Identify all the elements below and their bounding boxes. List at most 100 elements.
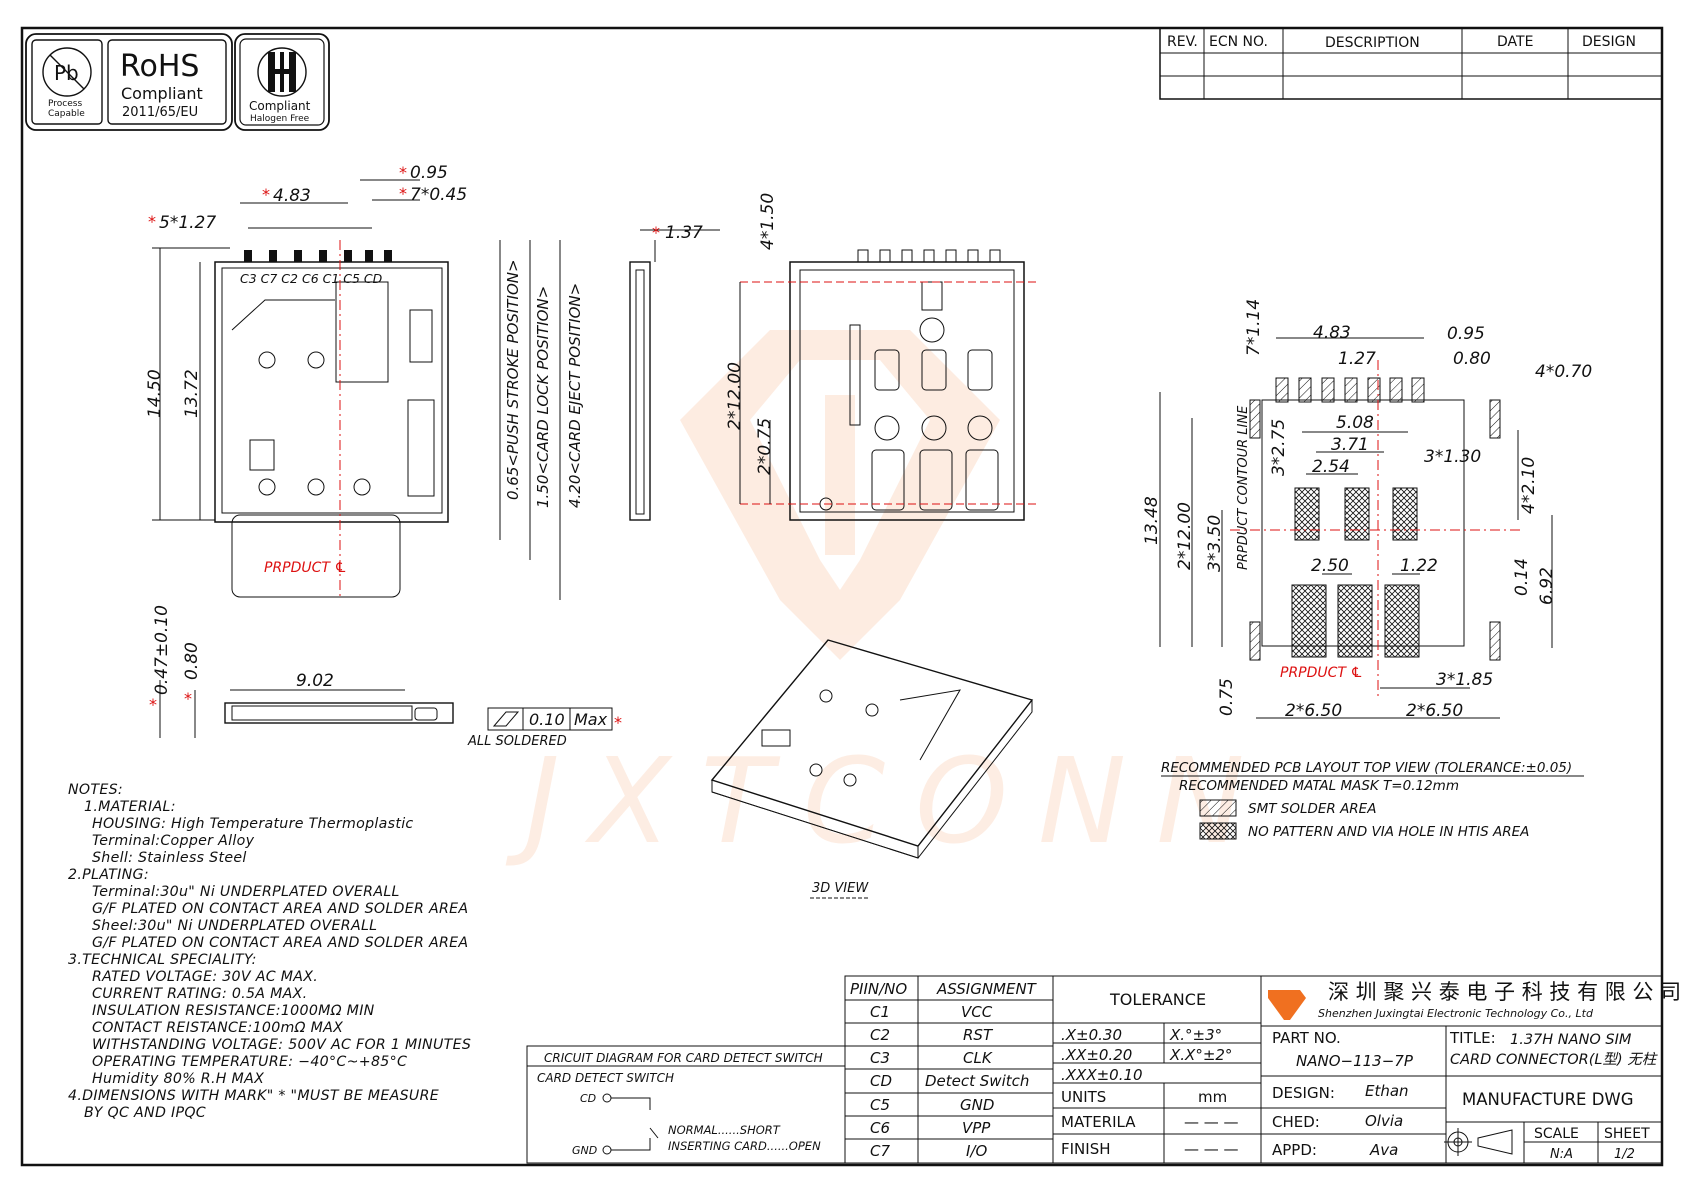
svg-text:*: * — [652, 223, 660, 242]
hf-halogen: Halogen Free — [250, 114, 310, 124]
scale-label: SCALE — [1534, 1126, 1579, 1142]
top-pins-label: C3 C7 C2 C6 C1 C5 CD — [240, 271, 383, 286]
note-line: Sheel:30u" Ni UNDERPLATED OVERALL — [92, 918, 378, 934]
manufacture-dwg: MANUFACTURE DWG — [1462, 1090, 1634, 1109]
pcb-dim-122: 1.22 — [1400, 556, 1438, 576]
pcb-dim-127: 1.27 — [1338, 349, 1376, 369]
pcb-layout-title: RECOMMENDED PCB LAYOUT TOP VIEW (TOLERAN… — [1161, 760, 1572, 776]
note-line: Terminal:Copper Alloy — [92, 833, 255, 849]
units-value: mm — [1198, 1088, 1227, 1106]
dim-047: 0.47±0.10 — [152, 605, 172, 695]
rev-header: REV. — [1167, 34, 1198, 50]
pcb-dim-250: 2.50 — [1311, 556, 1349, 576]
pcb-dim-692: 6.92 — [1537, 567, 1557, 605]
pcb-dim-4x210: 4*2.10 — [1519, 457, 1539, 514]
svg-text:*: * — [399, 163, 407, 182]
tolerance-title: TOLERANCE — [1109, 990, 1206, 1009]
assign-c5: GND — [960, 1096, 994, 1114]
pcb-layout-drawing: 7*1.14 4.83 0.95 1.27 0.80 4*0.70 5.08 3… — [1142, 299, 1592, 840]
pin-header-assign: ASSIGNMENT — [936, 980, 1038, 998]
notes-block: NOTES:1.MATERIAL:HOUSING: High Temperatu… — [68, 782, 528, 1122]
pcb-dim-371: 3.71 — [1331, 435, 1369, 455]
card-eject-label: 4.20<CARD EJECT POSITION> — [566, 283, 584, 508]
pcb-dim-254: 2.54 — [1312, 457, 1350, 477]
svg-text:*: * — [262, 185, 270, 204]
note-line: HOUSING: High Temperature Thermoplastic — [92, 816, 414, 832]
dim-137: 1.37 — [665, 223, 703, 243]
circuit-gnd: GND — [572, 1144, 597, 1157]
hf-compliant: Compliant — [249, 99, 311, 113]
circuit-title: CRICUIT DIAGRAM FOR CARD DETECT SWITCH — [544, 1051, 823, 1065]
front-view-drawing: 9.02 * 0.47±0.10 * 0.80 0.10 Max * ALL S… — [149, 605, 622, 749]
tol-x: .X±0.30 — [1061, 1026, 1122, 1044]
pcb-dim-3x130: 3*1.30 — [1424, 447, 1481, 467]
sheet-value: 1/2 — [1614, 1147, 1635, 1162]
note-line: 3.TECHNICAL SPECIALITY: — [68, 952, 257, 968]
note-line: 1.MATERIAL: — [84, 799, 176, 815]
note-line: Shell: Stainless Steel — [92, 850, 247, 866]
legend-smt: SMT SOLDER AREA — [1248, 801, 1376, 817]
svg-text:*: * — [148, 212, 156, 231]
flatness-max: Max — [574, 710, 608, 729]
pb-capable-text: Capable — [48, 109, 85, 119]
pcb-dim-3x185: 3*1.85 — [1436, 670, 1493, 690]
tolerance-table: TOLERANCE .X±0.30 .XX±0.20 .XXX±0.10 X.°… — [1052, 975, 1262, 1164]
ecn-header: ECN NO. — [1209, 34, 1268, 50]
3d-view-label: 3D VIEW — [812, 881, 869, 896]
notes-heading: NOTES: — [68, 782, 123, 798]
circuit-normal: NORMAL......SHORT — [668, 1123, 781, 1137]
tol-xxx: .XXX±0.10 — [1061, 1066, 1143, 1084]
3d-view-drawing: 3D VIEW — [710, 639, 1034, 899]
note-line: 2.PLATING: — [68, 867, 149, 883]
units-label: UNITS — [1061, 1088, 1106, 1106]
note-line: Humidity 80% R.H MAX — [92, 1071, 265, 1087]
note-line: 4.DIMENSIONS WITH MARK" * "MUST BE MEASU… — [68, 1088, 440, 1104]
pin-c6: C6 — [870, 1119, 890, 1137]
dim-1450: 14.50 — [145, 369, 165, 418]
company-name-cn: 深 圳 聚 兴 泰 电 子 科 技 有 限 公 司 — [1328, 980, 1681, 1004]
pb-process-text: Process — [48, 99, 82, 109]
legend-no-pattern: NO PATTERN AND VIA HOLE IN HTIS AREA — [1248, 824, 1529, 840]
side-view-drawing: * 1.37 — [629, 223, 720, 521]
description-header: DESCRIPTION — [1325, 35, 1420, 51]
pcb-dim-095: 0.95 — [1447, 324, 1485, 344]
pin-c5: C5 — [870, 1096, 890, 1114]
tol-ang1: X.°±3° — [1169, 1026, 1222, 1044]
note-line: CURRENT RATING: 0.5A MAX. — [92, 986, 308, 1002]
design-value: Ethan — [1365, 1082, 1409, 1100]
svg-text:*: * — [184, 689, 192, 708]
circuit-subtitle: CARD DETECT SWITCH — [537, 1071, 674, 1085]
pcb-dim-2x650-left: 2*6.50 — [1285, 701, 1342, 721]
assign-cd: Detect Switch — [925, 1072, 1029, 1090]
pcb-mask-note: RECOMMENDED MATAL MASK T=0.12mm — [1179, 778, 1459, 794]
assign-c2: RST — [963, 1026, 994, 1044]
watermark-text: JXTCONN — [505, 732, 1275, 870]
pcb-product-cl: PRPDUCT ℄ — [1280, 665, 1363, 681]
flatness-value: 0.10 — [529, 710, 565, 729]
ched-value: Olvia — [1365, 1112, 1403, 1130]
circuit-cd: CD — [580, 1092, 596, 1105]
sheet-label: SHEET — [1604, 1126, 1650, 1142]
pcb-dim-2x1200: 2*12.00 — [1175, 502, 1195, 570]
tol-xx: .XX±0.20 — [1061, 1046, 1132, 1064]
tol-ang2: X.X°±2° — [1169, 1046, 1232, 1064]
title-value-1: 1.37H NANO SIM — [1510, 1032, 1632, 1048]
card-lock-label: 1.50<CARD LOCK POSITION> — [534, 286, 552, 508]
dim-483-top: 4.83 — [273, 186, 311, 206]
assign-c7: I/O — [966, 1142, 987, 1160]
rohs-directive: 2011/65/EU — [122, 105, 198, 120]
appd-value: Ava — [1369, 1141, 1398, 1159]
part-no-value: NANO−113−7P — [1296, 1052, 1414, 1070]
note-line: G/F PLATED ON CONTACT AREA AND SOLDER AR… — [92, 935, 469, 951]
pin-c7: C7 — [870, 1142, 890, 1160]
company-logo-icon — [1268, 990, 1306, 1020]
revision-table: REV. ECN NO. DESCRIPTION DATE DESIGN — [1159, 27, 1663, 100]
note-line: CONTACT REISTANCE:100mΩ MAX — [92, 1020, 344, 1036]
circuit-inserting: INSERTING CARD......OPEN — [668, 1139, 821, 1153]
dim-2x1200-bottom: 2*12.00 — [725, 362, 745, 430]
pcb-dim-7x114: 7*1.14 — [1244, 299, 1264, 356]
dim-7x045: 7*0.45 — [410, 185, 467, 205]
dim-902: 9.02 — [296, 671, 334, 691]
pcb-dim-508: 5.08 — [1336, 413, 1374, 433]
pb-symbol: Pb — [54, 61, 79, 85]
